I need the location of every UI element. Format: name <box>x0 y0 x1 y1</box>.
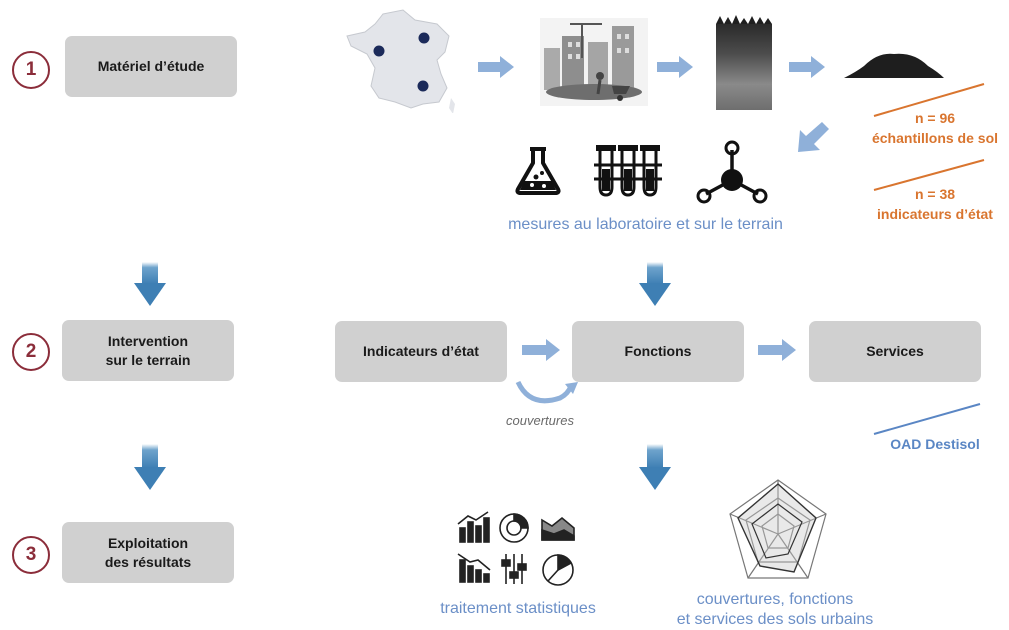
test-tubes-icon <box>594 145 662 197</box>
step-1-label: Matériel d’étude <box>97 58 205 74</box>
lab-measures-caption: mesures au laboratoire et sur le terrain <box>508 216 783 233</box>
down-arrow-functions-to-results <box>639 444 671 490</box>
services-label: Services <box>866 343 924 359</box>
soil-pile-icon <box>844 53 944 78</box>
right-arrows-top <box>478 56 829 152</box>
france-map-icon <box>346 9 455 113</box>
radar-chart-icon <box>729 479 827 579</box>
cycle-arrow <box>515 380 578 404</box>
indicators-line <box>873 159 985 191</box>
urban-site-icon <box>540 18 648 106</box>
fonctions-box: Fonctions <box>572 321 744 382</box>
statistics-icons <box>457 511 575 586</box>
down-arrow-step2-3 <box>134 444 166 490</box>
coverages-label: couvertures <box>506 413 574 428</box>
step-3-box: Exploitation des résultats <box>62 522 234 583</box>
step-1-number: 1 <box>12 51 50 89</box>
samples-annotation: n = 96 échantillons de sol <box>871 110 999 146</box>
step-2-label: Intervention sur le terrain <box>105 332 191 368</box>
indicateurs-label: Indicateurs d’état <box>363 343 479 359</box>
oad-label: OAD Destisol <box>890 436 980 452</box>
step-3-number: 3 <box>12 536 50 574</box>
stats-caption: traitement statistiques <box>440 600 596 617</box>
indicateurs-box: Indicateurs d’état <box>335 321 507 382</box>
samples-line <box>873 83 985 117</box>
fonctions-label: Fonctions <box>624 343 692 359</box>
step-2-box: Intervention sur le terrain <box>62 320 234 381</box>
step-3-label: Exploitation des résultats <box>104 534 192 570</box>
oad-line <box>873 403 981 435</box>
right-arrows-middle <box>522 339 796 361</box>
flask-icon <box>515 147 561 195</box>
step-2-number: 2 <box>12 333 50 371</box>
down-arrow-lab-to-functions <box>639 262 671 306</box>
molecule-icon <box>696 140 768 204</box>
indicators-annotation: n = 38 indicateurs d’état <box>877 186 993 222</box>
soil-profile-icon <box>716 15 772 110</box>
services-box: Services <box>809 321 981 382</box>
down-arrow-step1-2 <box>134 262 166 306</box>
step-1-box: Matériel d’étude <box>65 36 237 97</box>
radar-caption: couvertures, fonctions et services des s… <box>676 591 874 628</box>
